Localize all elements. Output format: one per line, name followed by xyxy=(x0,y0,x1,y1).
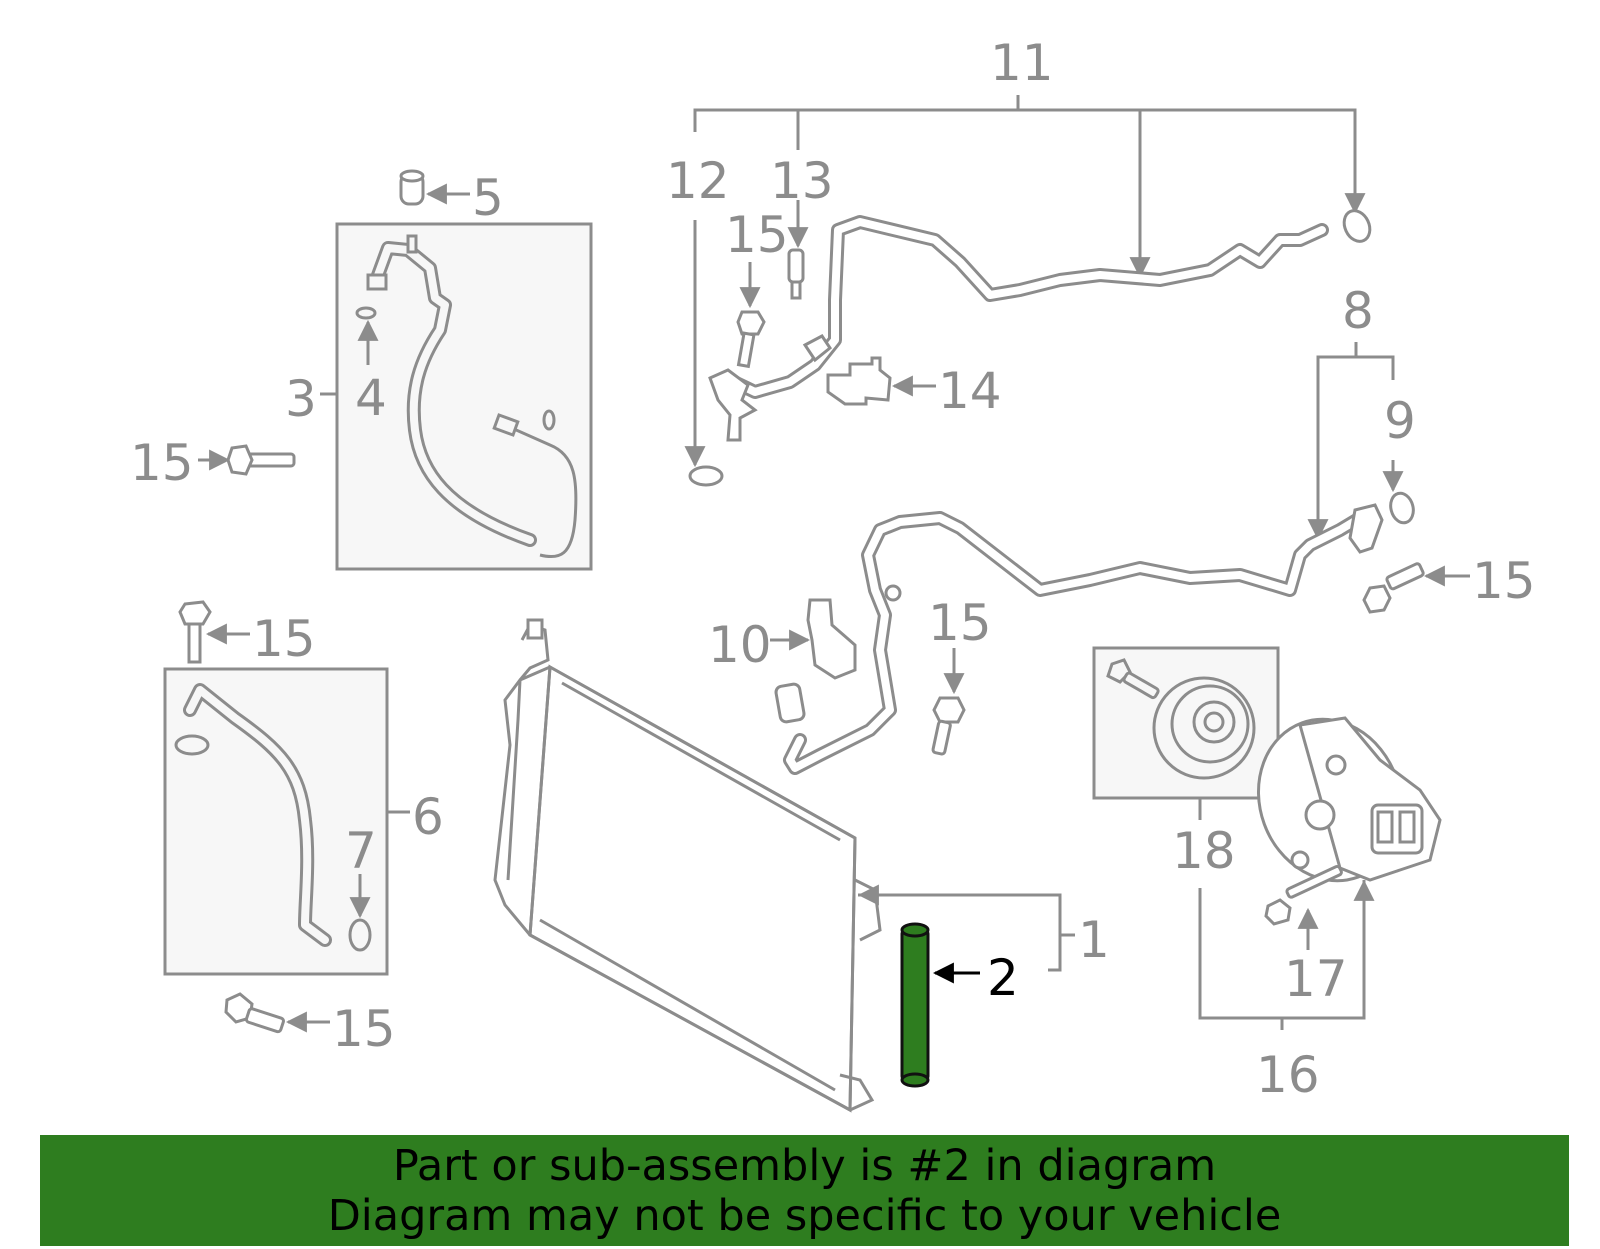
callout-7: 7 xyxy=(345,822,377,880)
callout-17: 17 xyxy=(1284,950,1348,1008)
callout-13: 13 xyxy=(770,152,834,210)
bolt-15-top6[interactable] xyxy=(178,600,212,664)
hose-assembly-3-box[interactable]: 4 xyxy=(335,222,593,571)
info-banner: Part or sub-assembly is #2 in diagram Di… xyxy=(40,1135,1569,1246)
banner-line-2: Diagram may not be specific to your vehi… xyxy=(327,1191,1282,1241)
callout-9: 9 xyxy=(1384,392,1416,450)
hose-6-box[interactable]: 7 xyxy=(163,667,389,976)
callout-4: 4 xyxy=(355,369,387,427)
bolt-15-middle[interactable] xyxy=(931,696,966,756)
callout-18: 18 xyxy=(1172,822,1236,880)
suction-hose-8[interactable] xyxy=(774,503,1384,775)
callout-2: 2 xyxy=(987,949,1019,1007)
bracket-14[interactable] xyxy=(826,356,892,406)
callout-10: 10 xyxy=(708,616,772,674)
bolt-15-upper[interactable] xyxy=(736,310,766,369)
bolt-17[interactable] xyxy=(1264,864,1343,926)
pressure-sensor-13[interactable] xyxy=(787,248,805,300)
callout-15-a: 15 xyxy=(130,434,194,492)
callout-15-c: 15 xyxy=(332,1000,396,1058)
callout-15-d: 15 xyxy=(725,206,789,264)
cap-5[interactable] xyxy=(399,169,425,206)
callout-16: 16 xyxy=(1256,1046,1320,1104)
clutch-18-box[interactable] xyxy=(1092,646,1280,800)
callout-15-b: 15 xyxy=(252,610,316,668)
oring-9[interactable] xyxy=(1387,491,1416,526)
callout-6: 6 xyxy=(412,788,444,846)
callout-15-f: 15 xyxy=(1472,552,1536,610)
receiver-drier-2[interactable] xyxy=(900,922,930,1088)
bolt-15-left[interactable] xyxy=(226,444,296,476)
callout-1: 1 xyxy=(1078,911,1110,969)
callout-5: 5 xyxy=(472,169,504,227)
callout-8: 8 xyxy=(1342,282,1374,340)
bolt-15-bottomleft[interactable] xyxy=(224,992,285,1034)
callout-15-e: 15 xyxy=(928,594,992,652)
callout-3: 3 xyxy=(285,370,317,428)
compressor-16[interactable] xyxy=(1236,699,1442,901)
bolt-15-right[interactable] xyxy=(1362,562,1425,614)
condenser-1[interactable] xyxy=(493,618,882,1113)
callout-14: 14 xyxy=(938,362,1002,420)
callout-11: 11 xyxy=(990,34,1054,92)
banner-line-1: Part or sub-assembly is #2 in diagram xyxy=(392,1141,1217,1191)
bracket-10[interactable] xyxy=(806,598,857,680)
discharge-hose-11[interactable] xyxy=(708,206,1375,442)
callout-12: 12 xyxy=(666,152,730,210)
oring-12[interactable] xyxy=(688,465,724,487)
